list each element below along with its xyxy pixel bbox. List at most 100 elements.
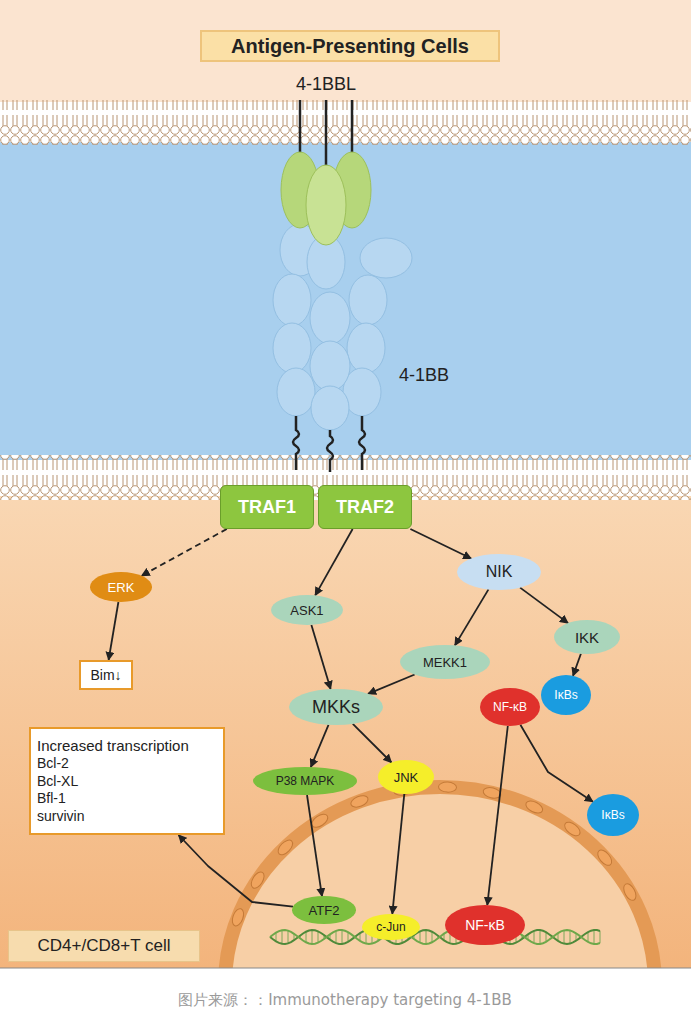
node-text: JNK (394, 770, 419, 785)
transcription-factor: NF-κB (480, 688, 540, 726)
signal-arrow (455, 589, 489, 645)
gene-name: Bfl-1 (37, 790, 66, 808)
tm-stalk (359, 416, 365, 470)
dna-rung (432, 932, 433, 943)
transcription-factor: NF-κB (445, 905, 525, 945)
signal-arrow (109, 602, 119, 660)
dna-rung (600, 931, 601, 943)
nuclear-pore (621, 882, 638, 903)
receptor-domain (273, 274, 311, 326)
signal-arrow (311, 625, 330, 689)
dna-rung (588, 932, 589, 942)
receptor-domain (310, 341, 350, 391)
node-text: ERK (108, 580, 135, 595)
node-text: ATF2 (309, 903, 340, 918)
ligand-domain (306, 165, 346, 245)
gene-list-box: Increased transcriptionBcl-2Bcl-XLBfl-1s… (29, 727, 225, 835)
kinase-oval: MEKK1 (400, 645, 489, 679)
nuclear-pore (230, 907, 246, 927)
inhibitor-circle: IκBs (541, 675, 591, 715)
signal-arrow (520, 588, 568, 624)
receptor-trimer (273, 224, 412, 430)
signal-arrow (573, 654, 581, 676)
kinase-oval: MKKs (289, 689, 383, 725)
transcription-factor: ATF2 (292, 896, 356, 924)
node-text: IκBs (554, 688, 577, 702)
nucleus-group (225, 782, 655, 968)
signal-arrow (410, 529, 471, 559)
traf-box: TRAF1 (220, 485, 314, 529)
node-text: CD4+/CD8+T cell (38, 936, 171, 956)
kinase-oval: IKK (554, 620, 620, 654)
dna-rung (312, 930, 313, 944)
receptor-label: 4-1BB (399, 365, 449, 386)
dna-rung (306, 932, 307, 943)
nuclear-pore (275, 838, 295, 858)
signal-arrow (487, 726, 508, 905)
kinase-oval: ERK (90, 572, 153, 602)
dna-rung (318, 931, 319, 942)
apc-membrane (0, 100, 691, 145)
dna-rung (594, 930, 595, 944)
dna-rung (282, 930, 283, 944)
node-text: Increased transcription (37, 737, 189, 756)
kinase-oval: P38 MAPK (253, 767, 357, 795)
tm-stalk (293, 416, 299, 470)
stalk (351, 100, 354, 160)
nuclear-pore (249, 870, 267, 891)
signal-arrow (179, 835, 294, 907)
node-text: TRAF1 (238, 497, 296, 518)
gene-name: survivin (37, 808, 84, 826)
nuclear-pore (349, 793, 369, 809)
panel-border (0, 968, 691, 969)
nuclear-pore (438, 782, 456, 793)
node-text: IKK (575, 629, 599, 646)
nuclear-pore (524, 799, 545, 816)
kinase-oval: ASK1 (271, 595, 342, 625)
dna-rung (546, 932, 547, 942)
dna-rung (426, 930, 427, 944)
gene-name: Bcl-XL (37, 773, 78, 791)
node-text: MEKK1 (423, 655, 467, 670)
signal-arrow (307, 795, 322, 896)
signal-arrow (353, 724, 392, 763)
dna-strand (270, 930, 600, 944)
signal-arrow (368, 675, 415, 694)
ligand-label: 4-1BBL (296, 74, 356, 95)
nuclear-pore (562, 819, 582, 838)
caption: 图片来源：：Immunotherapy targeting 4-1BB (178, 991, 512, 1010)
node-text: P38 MAPK (276, 774, 335, 788)
traf-box: TRAF2 (318, 485, 412, 529)
tm-stalk (327, 430, 333, 472)
gene-name: Bcl-2 (37, 755, 69, 773)
nuclear-pore (595, 848, 614, 868)
node-text: Antigen-Presenting Cells (231, 35, 469, 58)
receptor-domain (310, 292, 350, 344)
signal-arrow (392, 794, 404, 914)
dna-rung (564, 930, 565, 943)
dna-helix (270, 930, 600, 944)
node-text: Bim↓ (90, 667, 121, 683)
dna-rung (348, 932, 349, 942)
dna-rung (288, 931, 289, 944)
effect-box: Bim↓ (79, 660, 133, 690)
stalk (325, 100, 328, 170)
signal-arrow (520, 725, 593, 802)
ligand-trimer (281, 152, 371, 245)
nucleus (225, 787, 655, 968)
receptor-domain (349, 275, 387, 325)
node-text: IκBs (601, 808, 624, 822)
extracellular-space (0, 142, 691, 460)
apc-cytoplasm (0, 0, 691, 102)
node-text: ASK1 (290, 603, 323, 618)
kinase-oval: NIK (457, 554, 541, 590)
dna-strand (270, 930, 600, 944)
kinase-oval: JNK (378, 760, 434, 794)
signal-arrow (311, 725, 329, 767)
cell-label-box: CD4+/CD8+T cell (8, 930, 200, 962)
receptor-domain (347, 323, 385, 373)
receptor-domain (311, 386, 349, 430)
signal-arrow (315, 529, 352, 595)
